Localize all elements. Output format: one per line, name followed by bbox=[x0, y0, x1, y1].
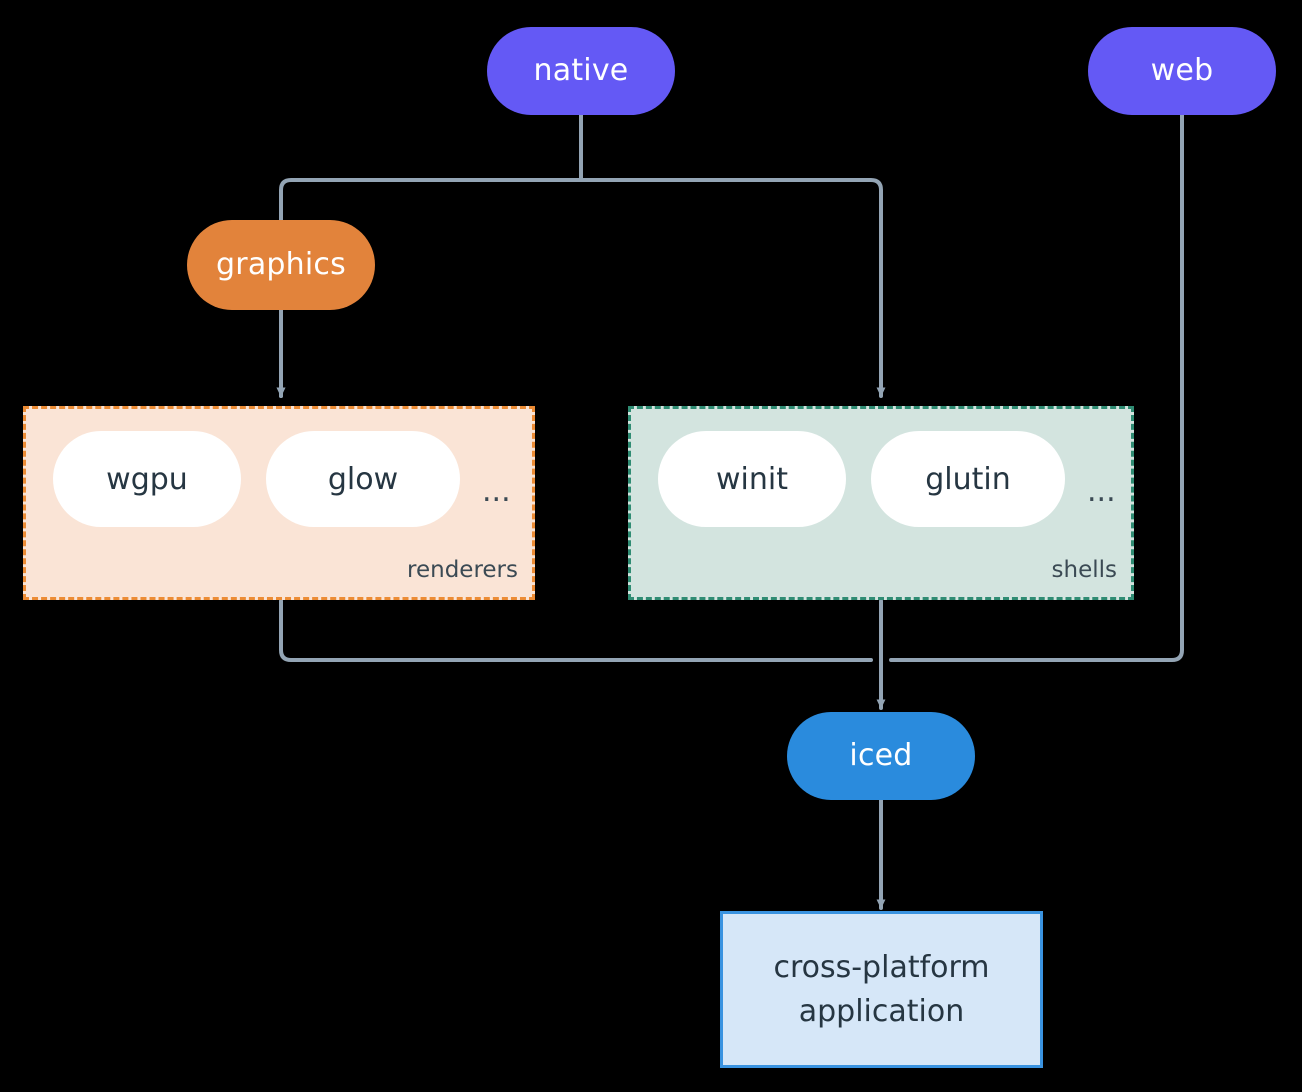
node-native-label: native bbox=[533, 53, 629, 89]
shell-item-glutin-label: glutin bbox=[925, 461, 1011, 497]
group-renderers: wgpu glow ... renderers bbox=[23, 406, 535, 600]
renderer-item-glow-label: glow bbox=[327, 461, 399, 497]
renderer-item-glow[interactable]: glow bbox=[266, 431, 460, 527]
renderer-item-wgpu-label: wgpu bbox=[106, 461, 188, 497]
edge-native-to-shells bbox=[579, 178, 886, 398]
node-web[interactable]: web bbox=[1088, 27, 1276, 115]
renderers-overflow-ellipsis: ... bbox=[482, 474, 511, 509]
shell-item-winit-label: winit bbox=[716, 461, 788, 497]
node-cross-platform-application[interactable]: cross-platform application bbox=[720, 911, 1043, 1068]
node-native[interactable]: native bbox=[487, 27, 675, 115]
shell-item-glutin[interactable]: glutin bbox=[871, 431, 1065, 527]
node-web-label: web bbox=[1150, 53, 1214, 89]
shells-overflow-ellipsis: ... bbox=[1087, 474, 1116, 509]
shell-item-winit[interactable]: winit bbox=[658, 431, 846, 527]
edge-renderers-to-iced bbox=[279, 599, 873, 662]
node-application-label: cross-platform application bbox=[773, 950, 990, 1029]
group-shells: winit glutin ... shells bbox=[628, 406, 1134, 600]
node-graphics-label: graphics bbox=[216, 247, 346, 283]
node-graphics[interactable]: graphics bbox=[187, 220, 375, 310]
node-iced-label: iced bbox=[849, 738, 913, 774]
renderer-item-wgpu[interactable]: wgpu bbox=[53, 431, 241, 527]
group-shells-label: shells bbox=[1051, 557, 1117, 583]
group-renderers-label: renderers bbox=[407, 557, 518, 583]
node-iced[interactable]: iced bbox=[787, 712, 975, 800]
